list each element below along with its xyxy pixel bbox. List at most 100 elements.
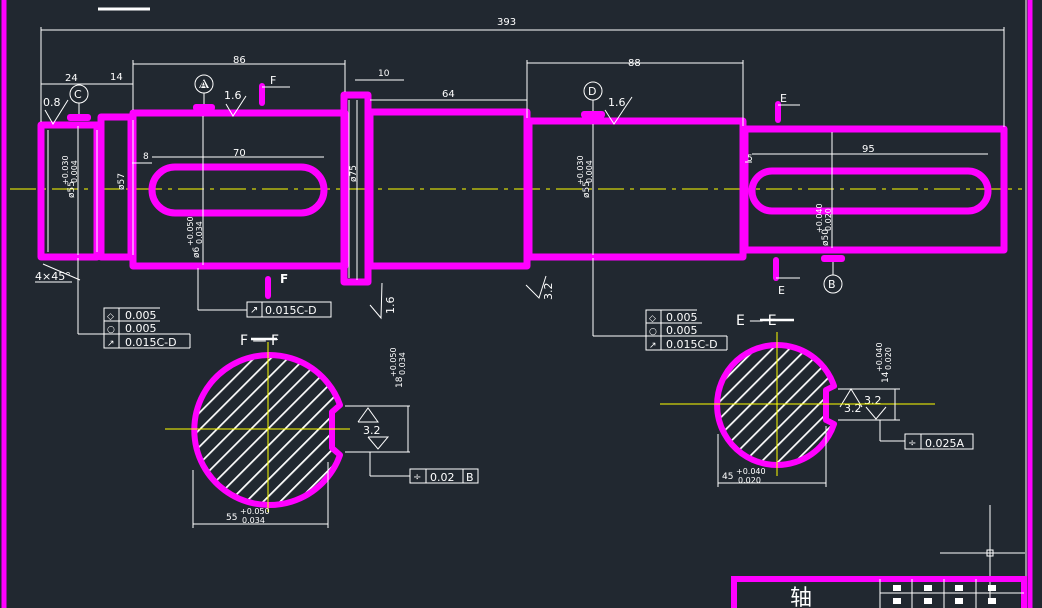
svg-text:+0.050: +0.050 (240, 507, 270, 516)
svg-text:ø6: ø6 (192, 246, 202, 258)
svg-text:18: 18 (395, 376, 405, 388)
roughness-3.2-f: 3.2 (363, 424, 381, 437)
section-title-f: F — F (240, 333, 279, 349)
ee-tol: 0.025A (925, 437, 964, 450)
svg-text:ø55: ø55 (67, 181, 77, 198)
ee-height-dim: 14 +0.040 0.020 (875, 342, 893, 383)
ee-width-dim: 45 +0.040 0.020 (722, 467, 766, 485)
ff-height-dim: 18 +0.050 0.034 (389, 347, 407, 388)
svg-text:↗: ↗ (107, 339, 115, 349)
ee-sym-icon: ÷ (908, 438, 916, 449)
svg-text:0.015C-D: 0.015C-D (666, 338, 718, 351)
svg-text:14: 14 (881, 371, 891, 383)
tol-frame-f1: ↗ 0.015C-D (197, 268, 332, 318)
svg-text:○: ○ (107, 325, 115, 335)
svg-text:◇: ◇ (649, 314, 656, 324)
section-f-mark: F (280, 272, 288, 286)
datum-a: A (193, 74, 215, 111)
svg-text:0.034: 0.034 (242, 516, 265, 525)
svg-text:C: C (74, 88, 82, 101)
shaft-inner-lines (47, 100, 350, 278)
svg-text:+0.040: +0.040 (815, 203, 824, 233)
svg-text:0.020: 0.020 (738, 476, 761, 485)
datum-b: B (821, 255, 845, 294)
ff-width-dim: 55 +0.050 0.034 (226, 507, 270, 525)
svg-text:◇: ◇ (107, 312, 114, 322)
svg-text:+0.030: +0.030 (61, 155, 70, 185)
svg-text:45: 45 (722, 472, 733, 482)
dim-dia57: ø57 (117, 173, 127, 190)
svg-text:ø50: ø50 (821, 229, 831, 246)
svg-text:B: B (828, 278, 836, 291)
svg-text:0.034: 0.034 (398, 352, 407, 375)
svg-text:ø55: ø55 (582, 181, 592, 198)
svg-text:0.020: 0.020 (884, 347, 893, 370)
dim-total: 393 (497, 17, 516, 28)
ff-tol: 0.02 (430, 471, 455, 484)
dim-95: 95 (862, 144, 875, 155)
roughness-symbols (44, 95, 887, 450)
dim-86: 86 (233, 55, 246, 66)
dim-dia50: ø50 +0.040 0.020 (815, 203, 833, 246)
roughness-0.8: 0.8 (43, 96, 61, 109)
svg-text:0.004: 0.004 (585, 160, 594, 183)
dim-70: 70 (233, 148, 246, 159)
roughness-3.2-e2: 3.2 (864, 394, 882, 407)
dim-64: 64 (442, 89, 455, 100)
section-e-bottom: E (778, 284, 785, 297)
svg-text:0.034: 0.034 (195, 221, 204, 244)
svg-text:0.004: 0.004 (70, 160, 79, 183)
svg-text:0.020: 0.020 (824, 208, 833, 231)
section-e-top: E (780, 92, 787, 105)
ff-tol-ref: B (466, 471, 474, 484)
dim-8: 8 (143, 152, 149, 162)
svg-text:+0.040: +0.040 (875, 342, 884, 372)
svg-text:+0.050: +0.050 (186, 216, 195, 246)
svg-text:A: A (200, 80, 207, 91)
tol-frame-left: ◇ ○ ↗ 0.005 0.005 0.015C-D (77, 258, 191, 349)
svg-text:0.015C-D: 0.015C-D (125, 336, 177, 349)
dim-dia55-right: ø55 +0.030 0.004 (576, 155, 594, 198)
roughness-3.2-a: 3.2 (542, 283, 555, 301)
roughness-1.6-b: 1.6 (608, 96, 626, 109)
svg-text:↗: ↗ (250, 305, 258, 316)
svg-text:○: ○ (649, 327, 657, 337)
svg-text:0.005: 0.005 (125, 309, 157, 322)
section-ee-shape (714, 342, 837, 468)
roughness-3.2-e1: 3.2 (844, 402, 862, 415)
svg-text:0.005: 0.005 (666, 311, 698, 324)
svg-text:D: D (588, 85, 596, 98)
title-block: 轴 (731, 576, 1027, 608)
datum-c: C (67, 84, 91, 121)
dim-10: 10 (378, 69, 390, 79)
section-ee-lines (660, 332, 974, 487)
dim-5: 5 (747, 154, 753, 164)
chamfer-note: 4×45° (35, 270, 71, 283)
svg-text:+0.040: +0.040 (736, 467, 766, 476)
dimension-lines (35, 27, 1005, 283)
roughness-1.6-a: 1.6 (224, 89, 242, 102)
dim-dia60: ø6 +0.050 0.034 (186, 216, 204, 258)
svg-text:55: 55 (226, 513, 237, 523)
svg-text:+0.050: +0.050 (389, 347, 398, 377)
svg-text:0.005: 0.005 (666, 324, 698, 337)
datum-d: D (581, 81, 605, 118)
section-cut-marks (259, 83, 800, 299)
dim-88: 88 (628, 58, 641, 69)
dim-dia75: ø75 (349, 165, 359, 182)
svg-text:0.015C-D: 0.015C-D (265, 304, 317, 317)
svg-text:0.005: 0.005 (125, 322, 157, 335)
section-title-e: E — E (736, 313, 777, 329)
dim-dia55-left: ø55 +0.030 0.004 (61, 155, 79, 198)
roughness-1.6-c: 1.6 (384, 297, 397, 315)
section-ff-lines (165, 342, 479, 528)
crosshair-cursor (940, 505, 1025, 600)
part-name: 轴 (790, 586, 812, 608)
section-f-top: F (270, 74, 276, 87)
ff-sym-icon: ÷ (413, 472, 421, 483)
dim-24: 24 (65, 73, 78, 84)
tol-frame-right: ◇ ○ ↗ 0.005 0.005 0.015C-D (592, 258, 728, 351)
section-ff-shape (191, 352, 343, 508)
